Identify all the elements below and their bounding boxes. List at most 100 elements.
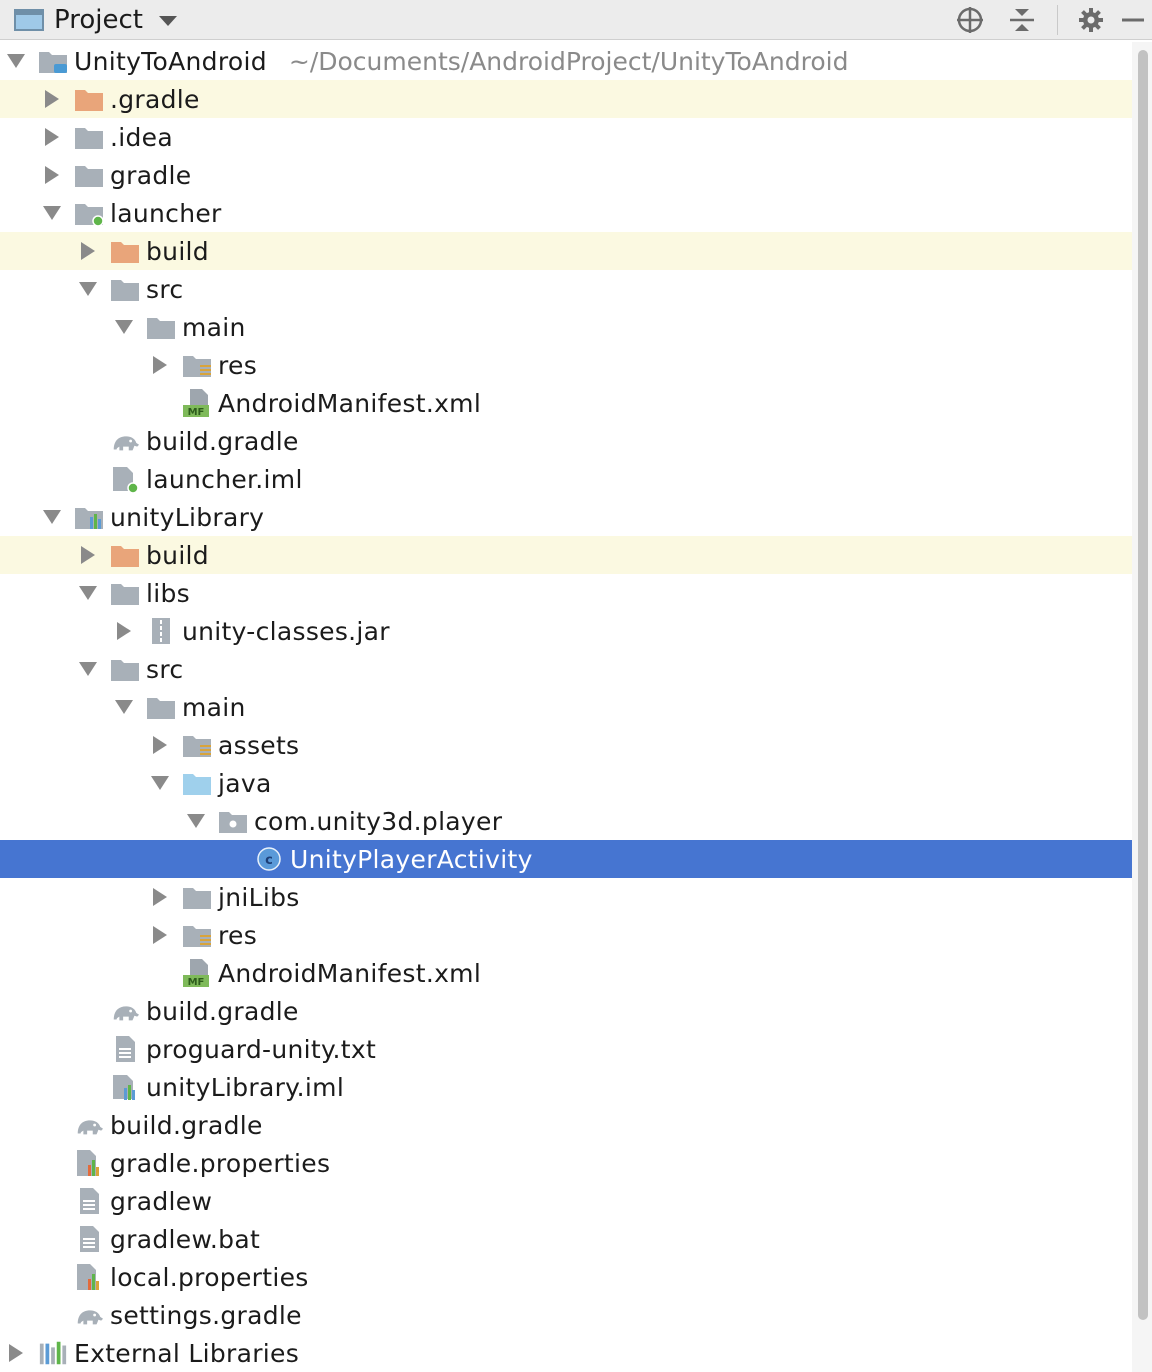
collapse-arrow-icon[interactable] (40, 505, 64, 529)
expand-arrow-icon[interactable] (76, 239, 100, 263)
folder-icon (110, 274, 140, 304)
expand-arrow-icon[interactable] (148, 923, 172, 947)
tree-node-idea[interactable]: .idea (0, 118, 1132, 156)
expand-arrow-icon[interactable] (148, 885, 172, 909)
tree-node-gradle[interactable]: .gradle (0, 80, 1132, 118)
tree-node-main[interactable]: main (0, 308, 1132, 346)
expand-arrow-icon[interactable] (148, 733, 172, 757)
excluded-folder-icon (110, 236, 140, 266)
tree-node-gradlew[interactable]: gradlew (0, 1182, 1132, 1220)
collapse-arrow-icon[interactable] (112, 315, 136, 339)
tree-node-build-gradle[interactable]: build.gradle (0, 1106, 1132, 1144)
tree-node-libs[interactable]: libs (0, 574, 1132, 612)
manifest-file-icon: MF (182, 958, 212, 988)
tree-node-assets[interactable]: assets (0, 726, 1132, 764)
library-module-file-icon (110, 1072, 140, 1102)
tree-node-unitylibrary-iml[interactable]: unityLibrary.iml (0, 1068, 1132, 1106)
tree-node-build[interactable]: build (0, 232, 1132, 270)
expand-arrow-icon[interactable] (76, 543, 100, 567)
expand-arrow-icon[interactable] (148, 353, 172, 377)
tree-node-launcher[interactable]: launcher (0, 194, 1132, 232)
tree-node-launcher-iml[interactable]: launcher.iml (0, 460, 1132, 498)
collapse-arrow-icon[interactable] (148, 771, 172, 795)
folder-icon (110, 654, 140, 684)
expand-arrow-icon[interactable] (40, 163, 64, 187)
folder-icon (182, 882, 212, 912)
collapse-arrow-icon[interactable] (76, 657, 100, 681)
expand-arrow-icon[interactable] (112, 619, 136, 643)
tree-node-label: gradlew (110, 1186, 213, 1216)
tree-node-gradle[interactable]: gradle (0, 156, 1132, 194)
scrollbar-thumb[interactable] (1138, 50, 1148, 1320)
tree-node-unityplayeractivity[interactable]: c UnityPlayerActivity (0, 840, 1132, 878)
tree-node-label: java (218, 768, 272, 798)
tree-node-label: com.unity3d.player (254, 806, 503, 836)
locate-icon[interactable] (951, 0, 989, 40)
java-class-icon: c (254, 844, 284, 874)
tree-node-gradle-properties[interactable]: gradle.properties (0, 1144, 1132, 1182)
folder-icon (110, 578, 140, 608)
tree-node-src[interactable]: src (0, 270, 1132, 308)
tree-node-src[interactable]: src (0, 650, 1132, 688)
collapse-arrow-icon[interactable] (76, 277, 100, 301)
library-module-folder-icon (74, 502, 104, 532)
package-icon (218, 806, 248, 836)
tree-node-local-properties[interactable]: local.properties (0, 1258, 1132, 1296)
hide-panel-icon[interactable] (1114, 0, 1152, 40)
tree-node-java[interactable]: java (0, 764, 1132, 802)
folder-icon (74, 160, 104, 190)
expand-arrow-icon[interactable] (4, 1341, 28, 1365)
collapse-arrow-icon[interactable] (40, 201, 64, 225)
tree-node-build-gradle[interactable]: build.gradle (0, 992, 1132, 1030)
excluded-folder-icon (74, 84, 104, 114)
tree-node-main[interactable]: main (0, 688, 1132, 726)
settings-gear-icon[interactable] (1072, 0, 1110, 40)
tree-node-label: src (146, 654, 184, 684)
tree-node-external-libraries[interactable]: External Libraries (0, 1334, 1132, 1372)
tree-node-gradlew-bat[interactable]: gradlew.bat (0, 1220, 1132, 1258)
project-view-selector[interactable]: Project (0, 0, 177, 40)
collapse-arrow-icon[interactable] (76, 581, 100, 605)
tree-node-unity-classes-jar[interactable]: unity-classes.jar (0, 612, 1132, 650)
external-libraries-icon (38, 1338, 68, 1368)
svg-text:MF: MF (188, 977, 205, 988)
tree-node-res[interactable]: res (0, 346, 1132, 384)
collapse-arrow-icon[interactable] (184, 809, 208, 833)
excluded-folder-icon (110, 540, 140, 570)
tree-node-build[interactable]: build (0, 536, 1132, 574)
tree-node-unitytoandroid[interactable]: UnityToAndroid~/Documents/AndroidProject… (0, 42, 1132, 80)
tree-node-proguard-unity-txt[interactable]: proguard-unity.txt (0, 1030, 1132, 1068)
tree-node-jnilibs[interactable]: jniLibs (0, 878, 1132, 916)
gradle-elephant-icon (110, 996, 140, 1026)
project-tree: UnityToAndroid~/Documents/AndroidProject… (0, 42, 1132, 1372)
svg-text:c: c (265, 853, 273, 868)
tree-node-label: unityLibrary (110, 502, 265, 532)
app-module-folder-icon (74, 198, 104, 228)
collapse-arrow-icon[interactable] (112, 695, 136, 719)
tree-node-label: UnityPlayerActivity (290, 844, 533, 874)
vertical-scrollbar[interactable] (1132, 42, 1152, 1372)
tree-node-settings-gradle[interactable]: settings.gradle (0, 1296, 1132, 1334)
tree-node-label: AndroidManifest.xml (218, 958, 482, 988)
expand-arrow-icon[interactable] (40, 125, 64, 149)
tree-node-res[interactable]: res (0, 916, 1132, 954)
collapse-arrow-icon[interactable] (4, 49, 28, 73)
tree-node-label: proguard-unity.txt (146, 1034, 377, 1064)
folder-icon (146, 692, 176, 722)
collapse-all-icon[interactable] (1003, 0, 1041, 40)
expand-arrow-icon[interactable] (40, 87, 64, 111)
tree-node-com-unity3d-player[interactable]: com.unity3d.player (0, 802, 1132, 840)
toolbar-separator (1057, 5, 1058, 35)
properties-file-icon (74, 1262, 104, 1292)
tree-node-label: local.properties (110, 1262, 309, 1292)
tree-node-label: gradlew.bat (110, 1224, 261, 1254)
tree-node-androidmanifest-xml[interactable]: MF AndroidManifest.xml (0, 954, 1132, 992)
text-file-icon (110, 1034, 140, 1064)
text-file-icon (74, 1224, 104, 1254)
tree-node-label: launcher (110, 198, 222, 228)
tree-node-label: UnityToAndroid (74, 46, 267, 76)
tree-node-unitylibrary[interactable]: unityLibrary (0, 498, 1132, 536)
resource-folder-icon (182, 920, 212, 950)
tree-node-build-gradle[interactable]: build.gradle (0, 422, 1132, 460)
